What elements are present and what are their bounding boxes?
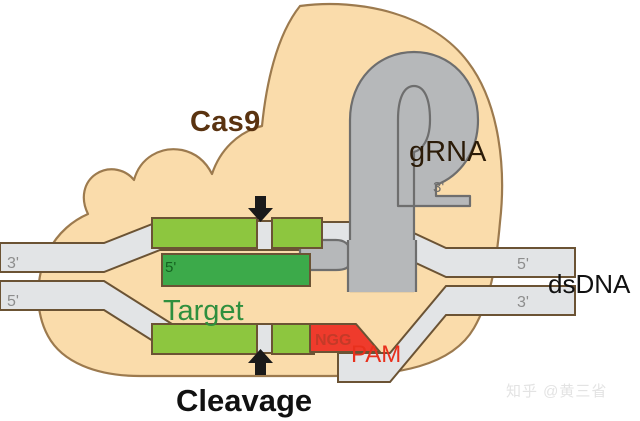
cleavage-arrow-bottom-icon xyxy=(248,349,273,375)
dna-right-bottom-strand xyxy=(337,285,576,383)
target-protospacer-bar xyxy=(161,253,311,287)
target-bottom-bar-right xyxy=(271,323,315,355)
target-top-bar-left xyxy=(151,217,258,249)
watermark: 知乎 @黄三省 xyxy=(506,383,608,400)
target-top-bar-right xyxy=(271,217,323,249)
target-bottom-bar-left xyxy=(151,323,258,355)
cleavage-arrow-top-icon xyxy=(248,196,273,222)
pam-sequence-box xyxy=(309,323,381,353)
